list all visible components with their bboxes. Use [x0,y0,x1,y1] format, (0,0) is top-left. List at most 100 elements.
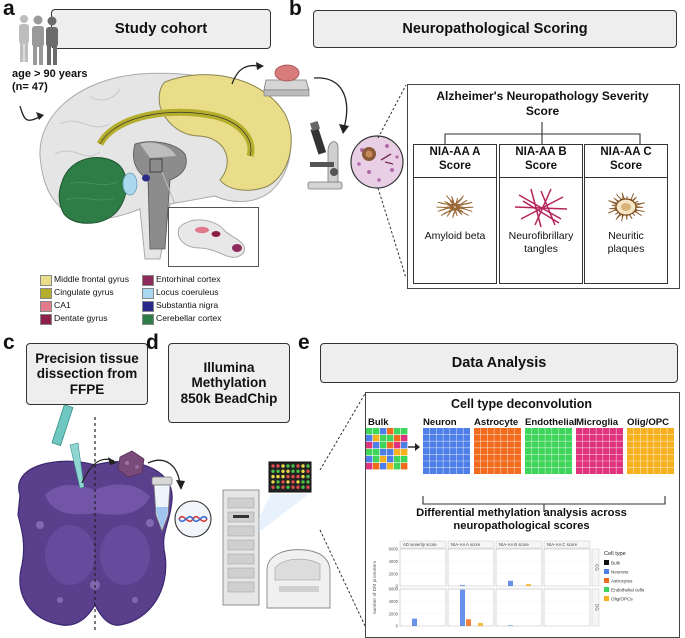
beadchip-dot [296,485,300,489]
beadchip-dot [291,480,295,484]
beadchip-dot [286,464,290,468]
score-card-title: NIA-AA A [429,146,481,158]
cell-type-grid [423,428,470,474]
arrow-to-microscope [313,77,349,134]
panel-c-line2: dissection from [36,366,138,382]
panel-a-letter: a [3,0,15,20]
cell-type-grid [627,428,674,474]
panel-a-title: Study cohort [51,9,271,49]
bulk-cell [401,463,408,470]
legend-label: Cerebellar cortex [156,313,222,323]
bulk-cell [380,428,387,435]
y-tick-label: 2000 [389,571,399,576]
cell-type-label: Olig/OPC [627,417,670,428]
panel-c-letter: c [3,331,15,354]
chart-legend-swatch [604,578,609,583]
bulk-cell [380,435,387,442]
bulk-cell [401,456,408,463]
panel-d-line3: 850k BeadChip [180,390,278,406]
bar [508,625,513,626]
bulk-cell [394,435,401,442]
beadchip-dot [306,485,310,489]
bulk-label: Bulk [368,417,389,428]
zoom-dashed-lines [377,84,407,279]
cell-type-label: Endothelial [525,417,577,428]
panel-c-line1: Precision tissue [35,350,139,366]
cell-type-grid [525,428,572,474]
facet-row-label: DG [595,604,600,611]
beadchip-dot [301,464,305,468]
bulk-cell [394,442,401,449]
cell-type-label: Astrocyte [474,417,519,428]
brain-sagittal-illustration [19,72,292,260]
sequencer-illustration [222,461,331,609]
legend-swatch [142,288,154,299]
cohort-age: age > 90 years [12,68,88,80]
beadchip-dot [306,464,310,468]
bulk-cell [366,442,373,449]
facet-header-box [447,540,495,549]
severity-bracket [444,122,641,144]
panel-b-title: Neuropathological Scoring [313,10,677,48]
bulk-cell [373,449,380,456]
beadchip-dot [286,469,290,473]
y-tick-label: 0 [396,584,399,589]
facet-header-box [495,540,543,549]
bulk-cell [401,442,408,449]
bulk-cell [373,456,380,463]
bulk-cell [373,428,380,435]
score-card-title: NIA-AA C [600,146,652,158]
beadchip-dot [281,469,285,473]
chart-legend-label: Olig/OPCs [611,596,633,601]
bulk-cell [401,435,408,442]
legend-swatch [40,314,52,325]
bulk-cell [387,442,394,449]
facet-row-strip [591,548,600,587]
score-card [413,144,497,284]
beadchip-dot [306,480,310,484]
facet-column-label: AD severity score [403,542,437,547]
microscope-icon [307,120,343,190]
score-card-desc2: plaques [607,243,645,255]
beadchip-dot [291,474,295,479]
deconv-title: Cell type deconvolution [451,397,592,411]
panel-e-letter: e [298,331,310,354]
legend-label: CA1 [54,300,71,310]
beadchip-dot [271,480,275,484]
e-zoom-dashed-lines [319,391,367,629]
chart-legend-swatch [604,587,609,592]
beadchip-dot [286,485,290,489]
beadchip-dot [306,469,310,473]
bulk-cell [394,456,401,463]
bar [478,622,483,626]
y-tick-label: 0 [396,624,399,629]
tissue-magnified-icon [350,135,404,189]
slide-scanner-icon [263,64,310,97]
legend-swatch [142,314,154,325]
beadchip-dot [276,485,280,489]
beadchip-dot [271,485,275,489]
bar [412,618,417,626]
bulk-cell [373,435,380,442]
legend-swatch [40,288,52,299]
bulk-cell [373,442,380,449]
cell-type-label: Microglia [576,417,619,428]
bulk-cell [394,463,401,470]
amyloid-beta-icon [436,195,474,219]
bulk-cell [366,456,373,463]
bulk-cell [380,442,387,449]
beadchip-dot [286,474,290,479]
bulk-cell [373,463,380,470]
beadchip-dot [286,480,290,484]
facet-panel [495,588,543,627]
beadchip-dot [276,464,280,468]
score-card-desc: Amyloid beta [424,230,486,242]
bulk-cell [366,435,373,442]
y-tick-label: 4000 [389,559,399,564]
beadchip-dot [281,485,285,489]
chart-legend-swatch [604,596,609,601]
beadchip-dot [301,480,305,484]
beadchip-dot [281,480,285,484]
